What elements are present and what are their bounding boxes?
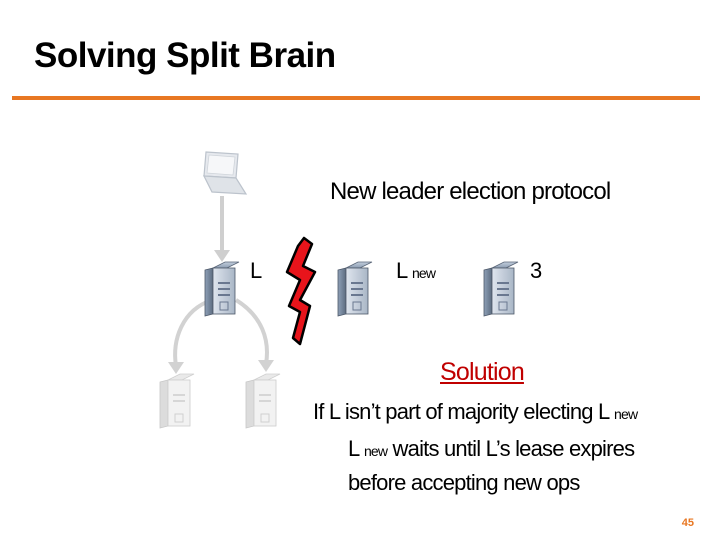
solution-line-2-subscript: new [363,443,388,459]
server-icon [245,373,281,429]
old-leader-label: L [250,258,262,283]
arrow-icon [168,362,184,374]
solution-line-1-subscript: new [613,406,638,422]
solution-line-3: before accepting new ops [348,470,580,495]
server-icon [204,261,240,317]
server-icon [159,373,195,429]
solution-line-1: If L isn’t part of majority electing L n… [313,399,638,425]
solution-line-2: L new waits until L’s lease expires [348,436,636,462]
solution-line-1-text: If L isn’t part of majority electing L [313,399,609,424]
protocol-label: New leader election protocol [330,178,611,205]
solution-line-2-text: waits until L’s lease expires [387,436,636,461]
laptop-icon [202,151,248,195]
solution-line-2-letter: L [348,436,359,461]
arrow-icon [173,298,269,367]
node3-label: 3 [530,258,542,283]
partition-bolt-icon [285,236,317,346]
slide-title: Solving Split Brain [34,36,336,75]
new-leader-subscript: new [411,265,436,281]
title-divider [12,96,700,100]
server-icon [337,261,373,317]
new-leader-letter: L [396,258,407,283]
arrow-icon [214,196,230,262]
server-icon [483,261,519,317]
page-number: 45 [681,517,694,529]
solution-heading: Solution [440,358,525,386]
new-leader-label: L new [396,258,436,284]
arrow-icon [258,360,274,372]
